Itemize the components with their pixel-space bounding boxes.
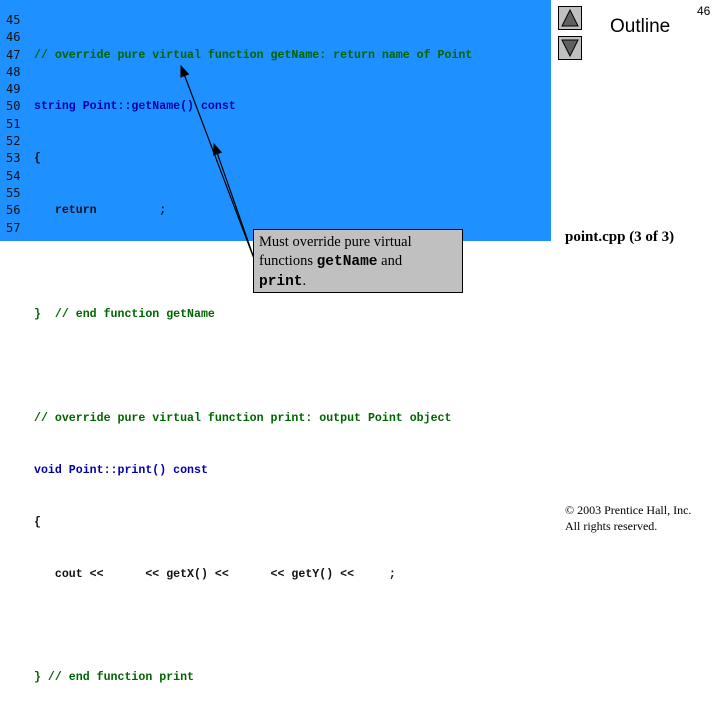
code-line-close-getname: } // end function getName [34, 308, 215, 322]
outline-title: Outline [610, 16, 671, 37]
line-number: 50 [6, 99, 21, 114]
next-slide-button[interactable] [558, 36, 582, 60]
page-number: 46 [697, 4, 711, 18]
callout-box: Must override pure virtual functions get… [253, 229, 463, 293]
arrow-to-getname [180, 64, 257, 265]
code-panel: 45 46 47 48 49 50 51 52 53 54 55 56 57 /… [0, 0, 551, 684]
code-line-signature: void Point::print() const [34, 463, 208, 477]
line-numbers: 45 46 47 48 49 50 51 52 53 54 55 56 57 [6, 12, 20, 237]
line-number: 51 [6, 116, 21, 131]
line-number: 46 [6, 30, 21, 45]
code-line-return: return ; [34, 204, 167, 218]
triangle-up-icon [561, 8, 579, 27]
code-line-cout: cout << << getX() << << getY() << ; [34, 567, 396, 581]
code-line-blank [34, 617, 472, 634]
callout-text: and [377, 253, 403, 269]
code-line-open-brace: { [34, 152, 41, 166]
line-number: 45 [6, 13, 21, 27]
line-number: 57 [6, 220, 21, 235]
code-line-close-print: } // end function print [34, 671, 195, 685]
line-number: 54 [6, 168, 21, 183]
line-number: 49 [6, 82, 21, 97]
callout-arrows [180, 64, 257, 265]
slide-label: point.cpp (3 of 3) [565, 229, 675, 245]
code-line-comment: // override pure virtual function print:… [34, 411, 452, 425]
copyright-line: © 2003 Prentice Hall, Inc. [565, 503, 692, 517]
code-line-signature: string Point::getName() const [34, 100, 236, 114]
copyright-line: All rights reserved. [565, 519, 658, 533]
line-number: 53 [6, 151, 21, 166]
code-line-comment: // override pure virtual function getNam… [34, 48, 473, 62]
callout-code-print: print [259, 274, 303, 290]
previous-slide-button[interactable] [558, 6, 582, 30]
callout-text: . [302, 273, 307, 289]
line-number: 52 [6, 134, 21, 149]
callout-code-getname: getName [316, 254, 378, 270]
triangle-down-icon [561, 39, 579, 58]
arrow-to-print [213, 142, 257, 265]
code-line-open-brace: { [34, 515, 41, 529]
line-number: 48 [6, 64, 21, 79]
copyright: © 2003 Prentice Hall, Inc. All rights re… [565, 502, 691, 534]
line-number: 56 [6, 203, 21, 218]
callout-text: Must override pure virtual functions [259, 234, 412, 269]
line-number: 55 [6, 185, 21, 200]
line-number: 47 [6, 47, 21, 62]
